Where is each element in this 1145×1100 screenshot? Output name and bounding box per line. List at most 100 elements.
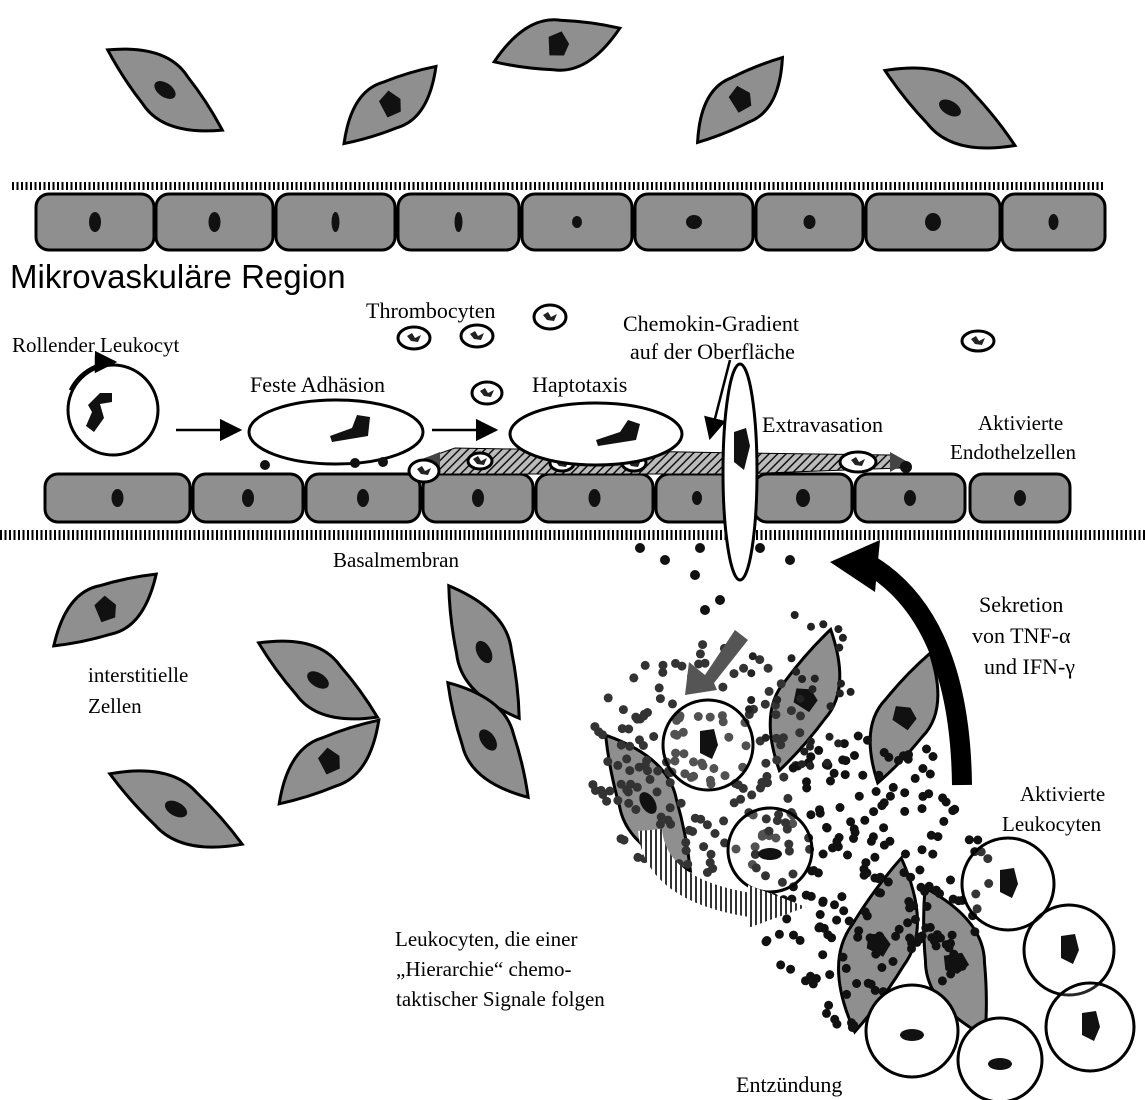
chemokine-dot bbox=[683, 860, 692, 869]
chemokine-dot bbox=[798, 760, 806, 768]
endothelial-nucleus bbox=[925, 213, 941, 231]
chemokine-dot bbox=[938, 976, 947, 985]
chemokine-dot bbox=[796, 711, 805, 720]
chemokine-dot bbox=[802, 777, 811, 786]
chemokine-dot bbox=[656, 694, 665, 703]
chemokine-dot bbox=[806, 972, 815, 981]
chemokine-dot bbox=[772, 756, 781, 765]
chemokine-dot bbox=[855, 792, 864, 801]
chemokine-dot bbox=[598, 790, 607, 799]
chemokine-dot bbox=[839, 906, 848, 915]
chemokine-dot bbox=[783, 794, 792, 803]
chemokine-dot bbox=[871, 950, 880, 959]
chemokine-dot bbox=[796, 695, 804, 703]
chemokine-dot bbox=[779, 733, 788, 742]
chemokine-dot bbox=[757, 778, 766, 787]
endothelial-nucleus bbox=[332, 212, 340, 232]
platelet bbox=[398, 327, 430, 349]
secretion-label-3: und IFN-γ bbox=[984, 654, 1075, 679]
chemokine-dot bbox=[656, 820, 665, 829]
gradient-label-2: auf der Oberfläche bbox=[630, 339, 795, 364]
chemokine-dot bbox=[706, 858, 715, 867]
chemokine-dot bbox=[788, 654, 796, 662]
chemokine-dot bbox=[618, 724, 627, 733]
extravasation-label: Extravasation bbox=[762, 412, 883, 437]
interstitial-cell bbox=[97, 749, 256, 869]
chemokine-dot bbox=[835, 644, 843, 652]
chemokine-dot bbox=[653, 767, 662, 776]
chemokine-dot bbox=[894, 756, 903, 765]
chemokine-dot bbox=[871, 986, 880, 995]
endothelial-nucleus bbox=[242, 489, 254, 507]
chemokine-dot bbox=[928, 850, 937, 859]
chemokine-dot bbox=[802, 891, 811, 900]
chemokine-dot bbox=[787, 706, 796, 715]
secretion-label-2: von TNF-α bbox=[972, 623, 1071, 648]
chemokine-dot bbox=[747, 669, 755, 677]
chemokine-dot bbox=[922, 745, 931, 754]
chemokine-dot bbox=[603, 757, 612, 766]
chemokine-dot bbox=[918, 792, 927, 801]
chemokine-dot bbox=[852, 979, 861, 988]
chemokine-dot bbox=[819, 850, 828, 859]
endothelial-nucleus bbox=[904, 490, 916, 506]
chemokine-dot bbox=[825, 970, 834, 979]
chemokine-dot bbox=[588, 780, 597, 789]
haptotaxis-leukocyte bbox=[510, 403, 682, 465]
activated-leukocytes-label-2: Leukocyten bbox=[1002, 812, 1102, 836]
chemokine-dot bbox=[811, 675, 819, 683]
endothelial-nucleus bbox=[1049, 214, 1059, 230]
chemokine-dot bbox=[631, 713, 640, 722]
chemokine-dot bbox=[839, 953, 848, 962]
hierarchy-label-2: „Hierarchie“ chemo- bbox=[396, 957, 571, 981]
chemokine-dot bbox=[903, 918, 912, 927]
chemokine-dot bbox=[681, 838, 690, 847]
leukocyte-cell bbox=[958, 1018, 1042, 1100]
chemokine-dot bbox=[880, 798, 889, 807]
chemokine-dot bbox=[617, 741, 626, 750]
rolling-label: Rollender Leukocyt bbox=[12, 333, 180, 357]
chemokine-dot bbox=[832, 916, 841, 925]
chemokine-dot bbox=[866, 933, 875, 942]
region-label: Mikrovaskuläre Region bbox=[10, 258, 346, 295]
chemokine-dot bbox=[806, 762, 814, 770]
chemokine-dot bbox=[921, 923, 930, 932]
chemokine-dot bbox=[836, 803, 845, 812]
chemokine-dot bbox=[842, 990, 851, 999]
chemokine-dot bbox=[874, 771, 883, 780]
chemokine-dot bbox=[666, 803, 675, 812]
interstitial-cell bbox=[38, 552, 171, 668]
endothelial-nucleus bbox=[357, 489, 369, 507]
chemokine-dot bbox=[848, 1023, 857, 1032]
chemokine-dot bbox=[911, 915, 920, 924]
chemokine-dot bbox=[889, 957, 898, 966]
chemokine-dot bbox=[762, 734, 770, 742]
chemokine-dot bbox=[950, 805, 959, 814]
chemokine-dot bbox=[631, 805, 640, 814]
chemokine-dot bbox=[970, 927, 979, 936]
interstitial-label-2: Zellen bbox=[88, 694, 142, 718]
chemokine-dot bbox=[965, 835, 974, 844]
chemokine-dot bbox=[876, 889, 885, 898]
chemokine-dot bbox=[847, 688, 855, 696]
platelet bbox=[409, 460, 439, 482]
chemokine-dot bbox=[765, 687, 774, 696]
chemokine-dot bbox=[830, 900, 839, 909]
chemokine-dot bbox=[694, 660, 703, 669]
chemokine-dot bbox=[747, 790, 756, 799]
chemokine-dot bbox=[863, 736, 872, 745]
chemokine-dot bbox=[826, 733, 834, 741]
chemokine-dot bbox=[834, 625, 842, 633]
chemokine-dot bbox=[785, 555, 795, 565]
platelet bbox=[534, 305, 566, 329]
chemokine-dot bbox=[904, 897, 913, 906]
chemokine-dot bbox=[639, 741, 648, 750]
chemokine-dot bbox=[860, 816, 869, 825]
chemokine-dot bbox=[655, 683, 664, 692]
gradient-label-1: Chemokin-Gradient bbox=[623, 311, 799, 336]
chemokine-dot bbox=[635, 763, 644, 772]
chemokine-dot bbox=[786, 965, 795, 974]
chemokine-dot bbox=[915, 866, 924, 875]
upper-endothelial-layer bbox=[36, 194, 1105, 250]
chemokine-dot bbox=[730, 798, 739, 807]
